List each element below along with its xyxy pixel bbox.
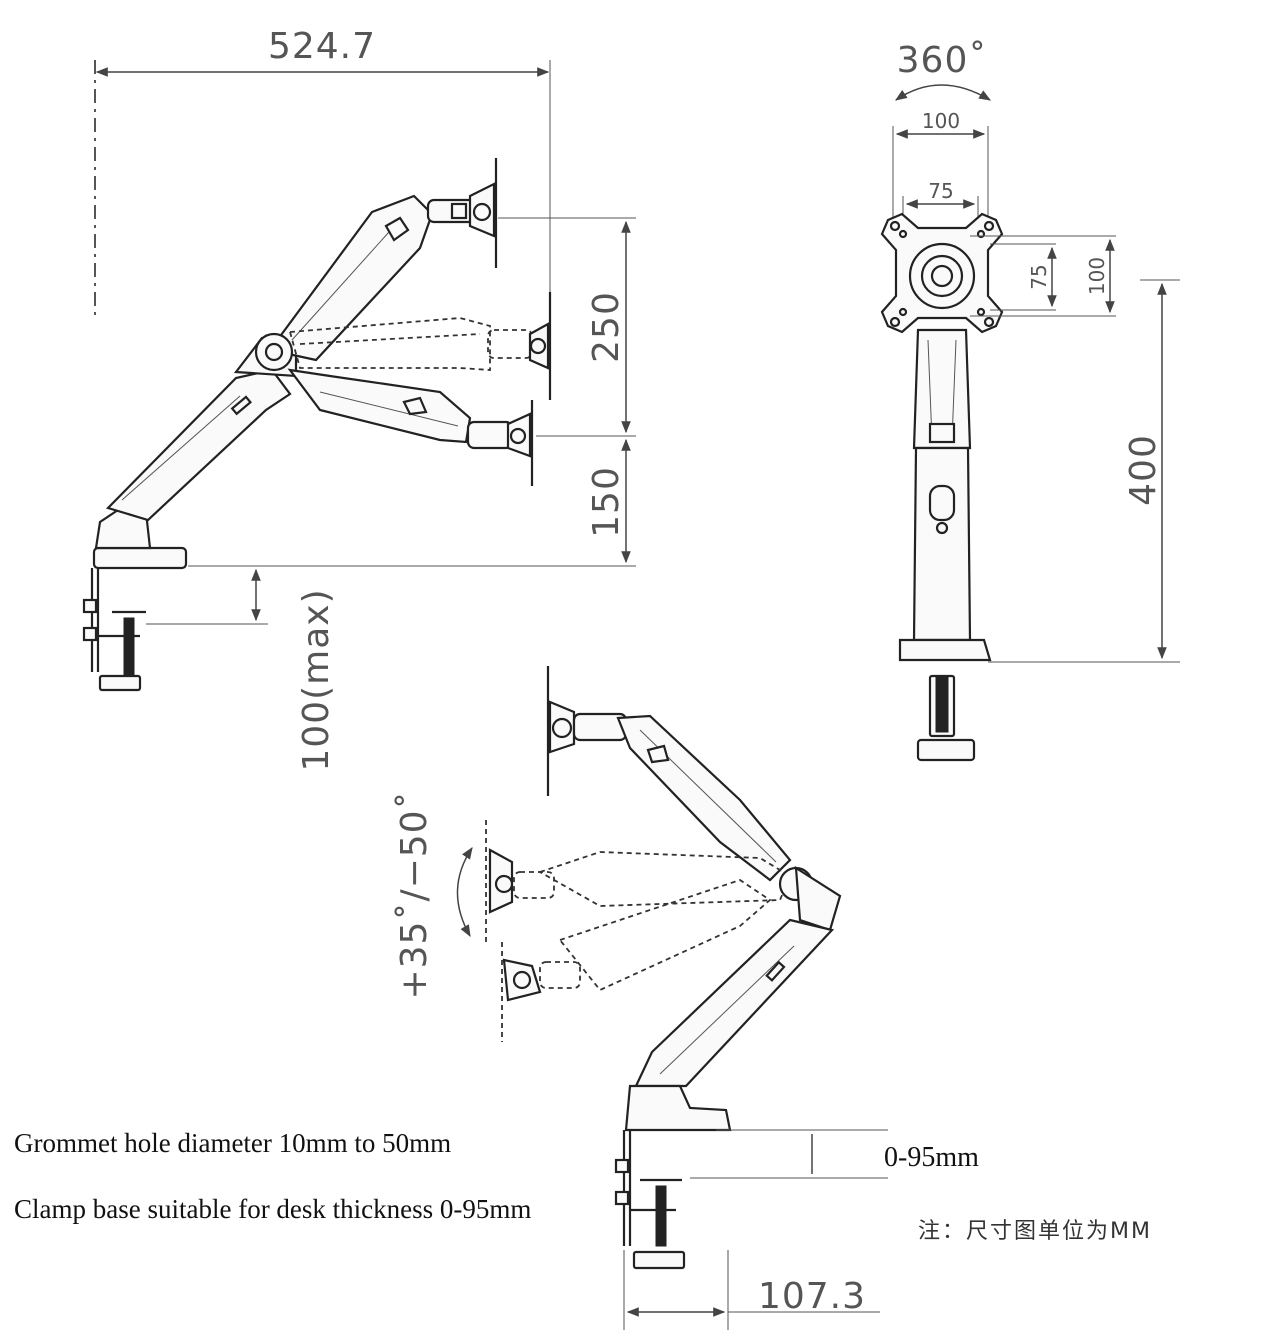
side-upper-arm	[268, 158, 498, 362]
vesa-inner-h-label: 75	[928, 179, 953, 203]
vesa-outer-h-label: 100	[922, 109, 960, 133]
desk-thickness-label: 0-95mm	[884, 1142, 979, 1173]
tilt-dashed-arms	[485, 820, 792, 1042]
lower-range-label: 150	[586, 466, 627, 538]
side-middle-arm-dashed	[288, 292, 552, 400]
side-view: 524.7	[82, 26, 636, 772]
front-pole	[898, 328, 992, 762]
clamp-offset-label: 107.3	[758, 1276, 866, 1317]
upper-range-label: 250	[586, 291, 627, 363]
side-lower-arm	[105, 368, 292, 522]
tilt-clamp	[614, 1084, 732, 1270]
unit-note: 注：尺寸图单位为MM	[918, 1219, 1152, 1244]
clamp-note: Clamp base suitable for desk thickness 0…	[14, 1194, 531, 1224]
pole-height-label: 400	[1123, 434, 1164, 506]
vesa-inner-v-label: 75	[1027, 264, 1051, 289]
tilt-range-label: +35˚/−50˚	[394, 790, 435, 999]
vesa-outer-v-label: 100	[1085, 257, 1109, 295]
clamp-depth-label: 100(max)	[296, 588, 337, 771]
rotation-label: 360˚	[897, 40, 988, 81]
tilt-view: 0-95mm +35˚/−50˚ 107.3	[394, 666, 979, 1330]
width-label: 524.7	[268, 26, 376, 67]
side-clamp	[82, 508, 188, 692]
front-view: 360˚ 100 75 75 100	[880, 40, 1180, 762]
grommet-note: Grommet hole diameter 10mm to 50mm	[14, 1128, 451, 1158]
side-lowered-arm	[287, 368, 534, 486]
